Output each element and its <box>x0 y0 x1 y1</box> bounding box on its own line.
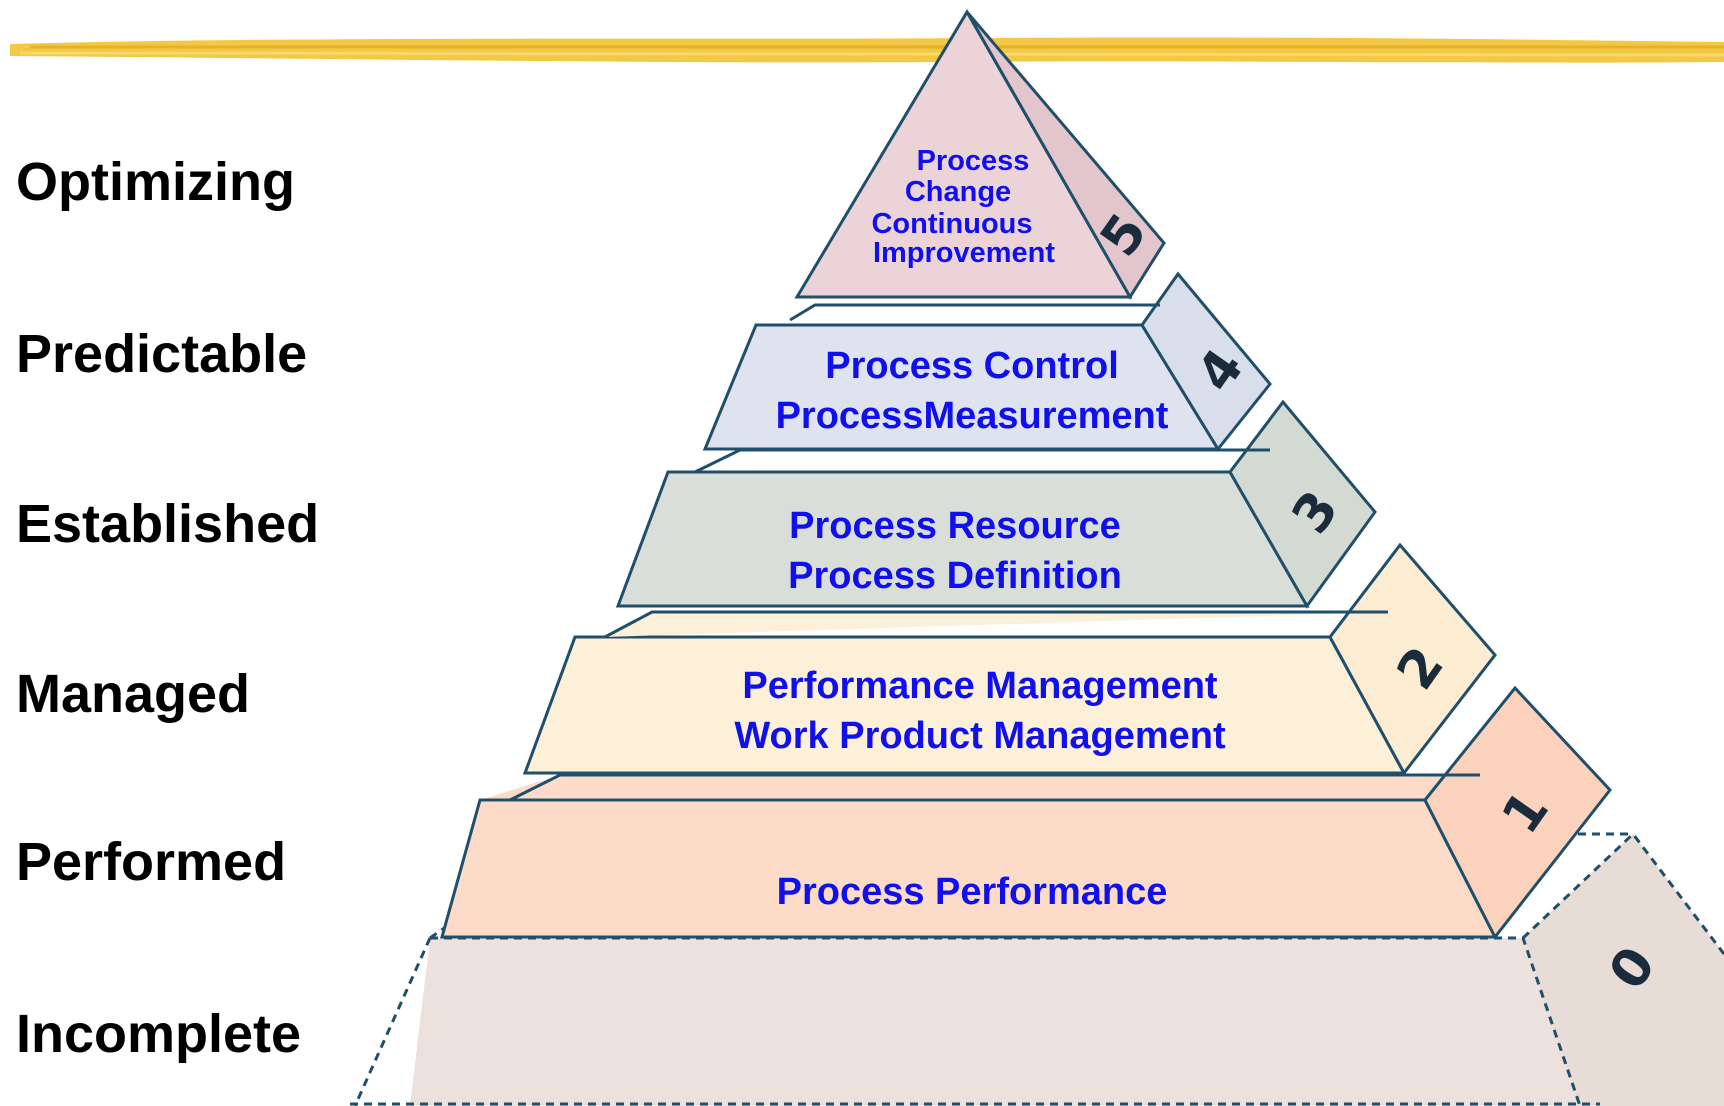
tier-5 <box>794 9 1166 300</box>
tier-1 <box>440 685 1612 940</box>
tier-5-line-1: Process <box>917 145 1030 177</box>
tier-2-text: Performance Management Work Product Mana… <box>734 665 1226 757</box>
tier-2 <box>522 542 1497 776</box>
tier-4-text: Process Control ProcessMeasurement <box>776 345 1169 437</box>
tier-2-line-2: Work Product Management <box>734 715 1226 757</box>
level-name-established: Established <box>16 494 319 554</box>
tier-4-line-2: ProcessMeasurement <box>776 395 1169 437</box>
tier-2-line-1: Performance Management <box>742 665 1217 707</box>
tier-4 <box>702 271 1272 452</box>
level-name-managed: Managed <box>16 664 250 724</box>
level-name-predictable: Predictable <box>16 324 307 384</box>
level-name-optimizing: Optimizing <box>16 152 295 212</box>
tier-3 <box>615 399 1377 609</box>
tier-5-text: Process Change Continuous Improvement <box>871 145 1055 269</box>
tier-3-line-1: Process Resource <box>789 505 1121 547</box>
header-brush-bar <box>10 37 1724 63</box>
tier-3-text: Process Resource Process Definition <box>788 505 1122 597</box>
tier-5-line-2: Change <box>905 176 1011 208</box>
level-name-incomplete: Incomplete <box>16 1004 301 1064</box>
tier-1-text: Process Performance <box>777 871 1168 913</box>
tier-1-line-1: Process Performance <box>777 871 1168 913</box>
tier-5-line-4: Improvement <box>873 237 1055 269</box>
level-name-performed: Performed <box>16 832 286 892</box>
tier-3-line-2: Process Definition <box>788 555 1122 597</box>
tier-4-line-1: Process Control <box>825 345 1119 387</box>
tier-5-line-3: Continuous <box>871 208 1032 240</box>
level-names: Optimizing Predictable Established Manag… <box>16 152 319 1064</box>
